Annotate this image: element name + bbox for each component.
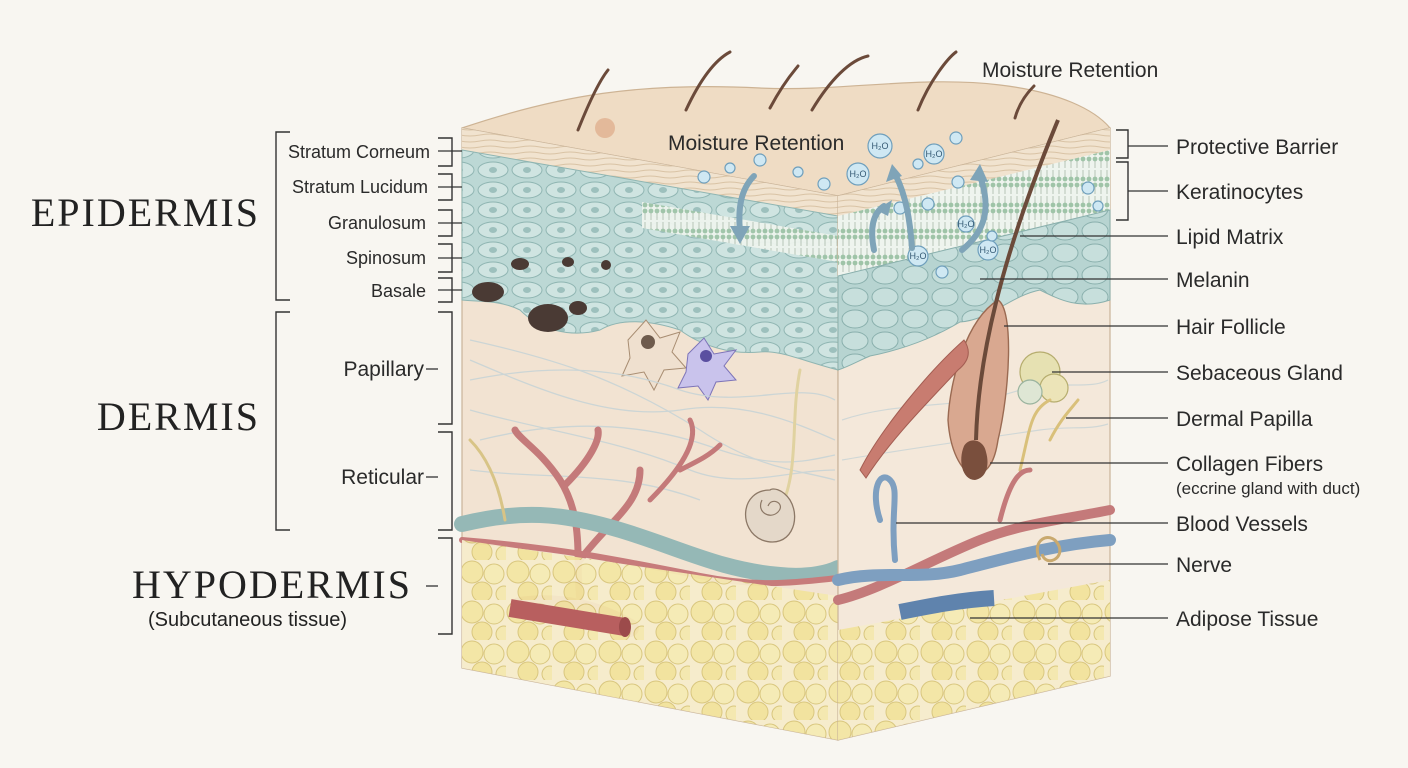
pore	[595, 118, 615, 138]
front-face	[454, 127, 846, 741]
eccrine-gland-front	[745, 488, 796, 543]
melanocyte-cell	[621, 319, 688, 392]
epidermis-label: EPIDERMIS	[31, 190, 260, 235]
water-molecule-label: H₂O	[850, 169, 867, 179]
hypodermis-label: HYPODERMIS	[132, 562, 412, 607]
arrector-pili-muscle	[859, 339, 969, 479]
artery-cut-front	[508, 599, 627, 636]
water-molecule	[957, 215, 975, 233]
stratum-corneum-label: Stratum Corneum	[288, 142, 430, 162]
water-molecule	[923, 143, 945, 165]
water-molecule	[724, 162, 736, 174]
nerve-coil	[1035, 536, 1062, 563]
water-molecule-label: H₂O	[926, 149, 943, 159]
water-molecules: H₂O H₂O H₂O H₂O H₂O H₂O	[697, 131, 1104, 279]
stratum-corneum-bracket	[438, 137, 453, 167]
blood-vessels-front	[454, 368, 846, 637]
melanin-label: Melanin	[1176, 269, 1250, 292]
hypodermis-sub-label: (Subcutaneous tissue)	[148, 609, 347, 631]
left-labels: EPIDERMIS DERMIS HYPODERMIS (Subcutaneou…	[31, 142, 430, 631]
water-molecule	[907, 245, 929, 267]
water-molecule	[1092, 200, 1104, 212]
surface-hairs	[576, 50, 1036, 132]
moisture-arrow-up-3	[959, 173, 989, 253]
moisture-retention-middle-label: Moisture Retention	[668, 132, 844, 155]
moisture-arrowheads	[730, 164, 988, 244]
collagen-note-label: (eccrine gland with duct)	[1176, 479, 1360, 498]
left-ticks	[426, 150, 462, 587]
water-molecule-label: H₂O	[980, 245, 997, 255]
reticular-bracket	[438, 431, 453, 531]
skin-surface	[461, 81, 1112, 197]
water-molecule-label: H₂O	[958, 219, 975, 229]
water-molecule	[753, 153, 767, 167]
dermis-label: DERMIS	[97, 394, 260, 439]
water-molecule	[949, 131, 963, 145]
moisture-retention-top-label: Moisture Retention	[982, 59, 1158, 82]
water-molecule	[792, 166, 804, 178]
adipose-tissue-label: Adipose Tissue	[1176, 608, 1318, 631]
epidermis-side	[837, 209, 1111, 371]
keratinocytes-bracket	[1116, 161, 1129, 221]
sebaceous-gland	[1017, 351, 1069, 405]
protective-barrier-label: Protective Barrier	[1176, 136, 1338, 159]
water-molecule	[1081, 181, 1095, 195]
papillary-label: Papillary	[343, 358, 424, 381]
epidermis-bracket	[275, 131, 290, 301]
basale-label: Basale	[371, 281, 426, 301]
water-molecule	[951, 175, 965, 189]
water-molecule	[846, 162, 870, 186]
water-molecule-label: H₂O	[872, 141, 889, 151]
arrowhead-up-3	[970, 164, 988, 182]
spinosum-label: Spinosum	[346, 248, 426, 268]
water-molecule	[912, 158, 924, 170]
adipose-front	[462, 540, 838, 740]
right-leaders	[896, 129, 1168, 619]
water-molecule	[697, 170, 711, 184]
lipid-side	[838, 150, 1110, 276]
hair-follicle-label: Hair Follicle	[1176, 316, 1286, 339]
melanin-granules	[472, 257, 611, 332]
reticular-label: Reticular	[341, 466, 424, 489]
stratum-lucidum-label: Stratum Lucidum	[292, 177, 428, 197]
artery-end	[619, 617, 631, 637]
dermis-bracket	[275, 311, 290, 531]
water-molecule	[986, 230, 998, 242]
arrowhead-up-1	[876, 200, 892, 216]
hypodermis-bracket	[438, 537, 453, 635]
adipose-side	[838, 580, 1110, 740]
water-molecule	[921, 197, 935, 211]
water-molecule	[977, 239, 999, 261]
blood-vessels-label: Blood Vessels	[1176, 513, 1308, 536]
protective-barrier-bracket	[1116, 129, 1129, 159]
right-labels: Protective Barrier Keratinocytes Lipid M…	[1176, 136, 1360, 631]
collagen-fibers-side	[841, 379, 1109, 461]
papillary-bracket	[438, 311, 453, 425]
langerhans-cell	[677, 337, 738, 402]
water-molecule	[935, 265, 949, 279]
water-molecule	[867, 133, 893, 159]
skin-block	[454, 50, 1116, 741]
collagen-fibers-label: Collagen Fibers	[1176, 453, 1323, 476]
lipid-matrix-label: Lipid Matrix	[1176, 226, 1284, 249]
sebaceous-gland-label: Sebaceous Gland	[1176, 362, 1343, 385]
keratinocytes-label: Keratinocytes	[1176, 181, 1303, 204]
nerve-label: Nerve	[1176, 554, 1232, 577]
dermal-papilla-label: Dermal Papilla	[1176, 408, 1313, 431]
vein-cut-side	[898, 590, 995, 620]
water-molecule	[817, 177, 831, 191]
granulosum-label: Granulosum	[328, 213, 426, 233]
arrowhead-up-2	[886, 164, 902, 182]
water-molecule-label: H₂O	[910, 251, 927, 261]
hair-follicle	[947, 119, 1060, 480]
left-brackets	[275, 131, 462, 635]
moisture-arrow-up-2	[893, 173, 915, 251]
arrowhead-down	[730, 226, 750, 244]
